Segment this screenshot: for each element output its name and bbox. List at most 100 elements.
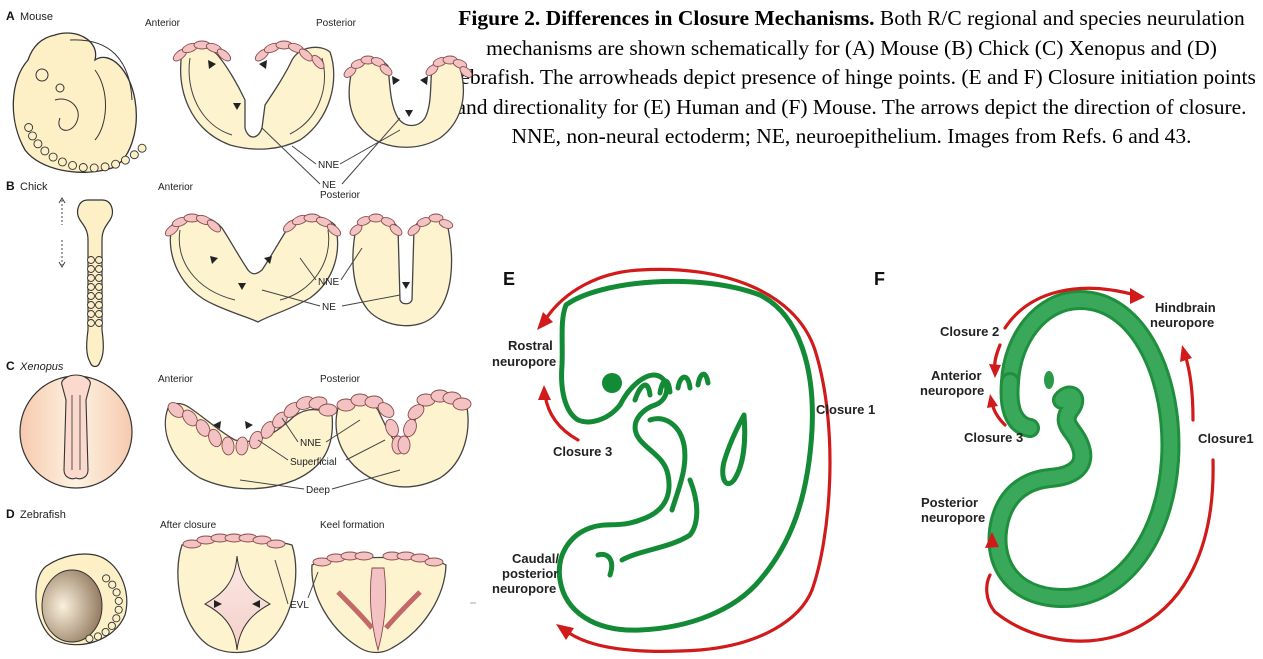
panel-c: C Xenopus Anterior Posterior NNE Superfi… [6,359,471,496]
somite [101,163,109,171]
somite [96,275,103,282]
panel-d-letter: D [6,507,15,521]
mouse-neural-tube [998,300,1171,598]
panel-d: D Zebrafish After closure Keel formation… [6,507,476,653]
closure-1-f-label: Closure1 [1198,431,1254,446]
somite [28,132,36,140]
panel-a: A Mouse Anterior Posterior [6,9,474,191]
mouse-embryo-drawing [13,33,146,172]
posterior-neuropore-label-line2: neuropore [921,510,985,525]
somite [112,160,120,168]
somite [103,575,110,582]
eye-spot [602,373,622,393]
panel-a-posterior-label: Posterior [316,18,357,29]
panel-c-nne-label: NNE [300,438,321,449]
cell [355,552,373,560]
closure-3-f-label: Closure 3 [964,430,1023,445]
somite [69,161,77,169]
panel-e: E Rostral neuropore Closure 1 Closure 3 … [492,269,875,651]
anterior-neuropore-label-line1: Anterior [931,368,982,383]
panel-b-posterior-section [353,218,452,326]
panel-f-letter: F [874,269,885,289]
cell [425,558,443,566]
panel-b-anterior-section [170,216,337,322]
somite [79,163,87,171]
panel-b-letter: B [6,179,15,193]
panel-b-anterior-label: Anterior [158,182,194,193]
somite [88,284,95,291]
somite [96,293,103,300]
hindbrain-neuropore-label-line2: neuropore [1150,315,1214,330]
panel-a-posterior-section [349,59,463,147]
somite [130,151,138,159]
somite [88,266,95,273]
caudal-neuropore-label-line3: neuropore [492,581,556,596]
somite [121,156,129,164]
panel-d-keel-section [312,558,446,653]
somite [25,124,33,132]
somite [94,633,101,640]
hinge-arrowhead [259,60,267,69]
hindbrain-neuropore-label-line1: Hindbrain [1155,300,1216,315]
somite [115,597,122,604]
panel-d-after-closure-label: After closure [160,520,217,531]
panel-b: B Chick Anterior Posterior NNE NE [6,179,454,367]
somite [109,581,116,588]
hinge-arrowhead [245,421,253,429]
somite [96,257,103,264]
panel-a-nne-label: NNE [318,160,339,171]
panel-e-letter: E [503,269,515,289]
somite [90,164,98,172]
chick-embryo-drawing [59,198,112,367]
somite [88,257,95,264]
panel-c-species: Xenopus [19,361,64,373]
somite [88,320,95,327]
somite [115,606,122,613]
cell [267,540,285,548]
panel-b-nne-label: NNE [318,277,339,288]
xenopus-embryo-drawing [20,375,132,488]
panel-c-anterior-label: Anterior [158,374,194,385]
somite [96,266,103,273]
panel-f: F Hindbrain neuropore Closure 2 Ante [874,269,1254,641]
panel-b-species: Chick [20,181,48,193]
somite [108,622,115,629]
somite [113,615,120,622]
panel-a-anterior-label: Anterior [145,18,181,29]
somite [102,628,109,635]
hinge-arrowhead [405,110,413,117]
anterior-neuropore-label-line2: neuropore [920,383,984,398]
hinge-arrowhead [392,76,400,85]
closure-3-label: Closure 3 [553,444,612,459]
somite [96,311,103,318]
panel-d-evl-label: EVL [290,600,309,611]
panel-c-posterior-label: Posterior [320,374,361,385]
panel-c-deep-label: Deep [306,485,330,496]
somite [88,293,95,300]
panel-a-letter: A [6,9,15,23]
panel-d-species: Zebrafish [20,509,66,521]
panel-c-letter: C [6,359,15,373]
panel-b-posterior-label: Posterior [320,190,361,201]
somite [49,153,57,161]
posterior-neuropore-label-line1: Posterior [921,495,978,510]
panel-a-anterior-section [181,47,334,150]
somite [34,140,42,148]
caudal-neuropore-label-line1: Caudal/ [512,551,559,566]
panel-b-ne-label: NE [322,302,336,313]
zebrafish-embryo-drawing [36,554,127,645]
hinge-arrowhead [402,282,410,289]
rostral-neuropore-label-line1: Rostral [508,338,553,353]
somite [96,284,103,291]
closure-1-label: Closure 1 [816,402,875,417]
somite [41,147,49,155]
somite [88,302,95,309]
caudal-neuropore-label-line2: posterior [502,566,558,581]
panel-c-superficial-label: Superficial [290,457,337,468]
somite [86,635,93,642]
somite [113,589,120,596]
eye-spot [1044,371,1054,389]
somite [88,275,95,282]
cell [453,398,471,410]
